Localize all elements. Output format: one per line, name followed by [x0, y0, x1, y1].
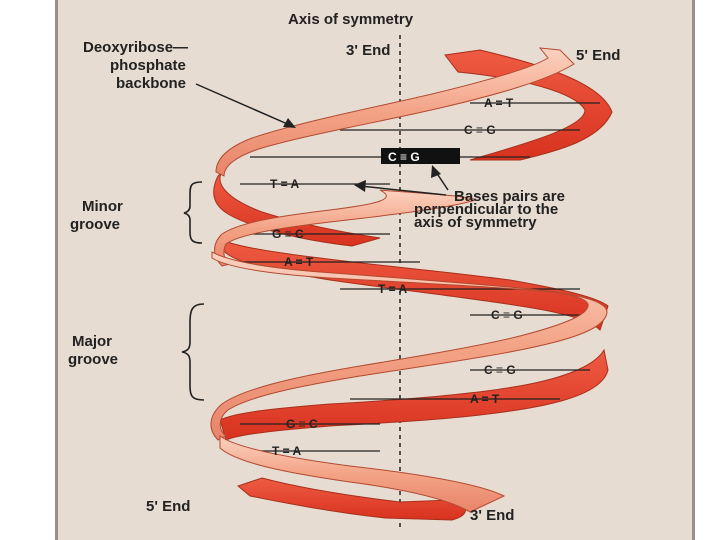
base-pair-label: C ≡ G [491, 308, 523, 322]
base-pair-label: G ≡ C [286, 417, 318, 431]
major-groove-label-line1: Major [72, 333, 112, 350]
panel-right-border [692, 0, 695, 540]
perpendicular-note-line2: perpendicular to the [414, 201, 558, 218]
note-arrowhead-2 [431, 165, 441, 178]
front-strand [210, 47, 608, 513]
base-pair-lines [240, 102, 600, 452]
axis-of-symmetry-label: Axis of symmetry [288, 11, 414, 28]
minor-groove-label-line1: Minor [82, 198, 123, 215]
note-pointer-line-1 [359, 185, 447, 196]
highlighted-base-pair-label: C ≡ G [388, 150, 420, 164]
base-pair-label: A = T [484, 96, 514, 110]
three-prime-end-bottom-label: 3' End [470, 507, 514, 524]
backbone-label-line1: Deoxyribose— [83, 39, 188, 56]
base-pair-label: G ≡ C [272, 227, 304, 241]
base-pair-label: T = A [378, 282, 408, 296]
minor-groove-bracket [183, 181, 203, 244]
note-arrowhead-1 [354, 180, 366, 192]
minor-groove-label-line2: groove [70, 216, 120, 233]
backbone-label-line2: phosphate [110, 57, 186, 74]
perpendicular-note-line1: Bases pairs are [454, 188, 565, 205]
perpendicular-note-line3: axis of symmetry [414, 214, 537, 231]
base-pair-label: C ≡ G [464, 123, 496, 137]
base-pair-label: A = T [470, 392, 500, 406]
base-pair-label: A = T [284, 255, 314, 269]
backbone-label-line3: backbone [116, 75, 186, 92]
highlighted-base-pair-box [381, 148, 460, 164]
five-prime-end-top-label: 5' End [576, 47, 620, 64]
backbone-arrowhead [283, 118, 296, 128]
base-pair-label: T = A [272, 444, 302, 458]
major-groove-bracket [181, 303, 205, 401]
major-groove-label-line2: groove [68, 351, 118, 368]
base-pair-label: C ≡ G [484, 363, 516, 377]
panel-left-border [55, 0, 58, 540]
five-prime-end-bottom-label: 5' End [146, 498, 190, 515]
three-prime-end-top-label: 3' End [346, 42, 390, 59]
base-pair-labels: A = T C ≡ G C ≡ G T = A G ≡ C A = T T = … [270, 96, 523, 458]
backbone-pointer-line [195, 83, 293, 127]
base-pair-label: T = A [270, 177, 300, 191]
